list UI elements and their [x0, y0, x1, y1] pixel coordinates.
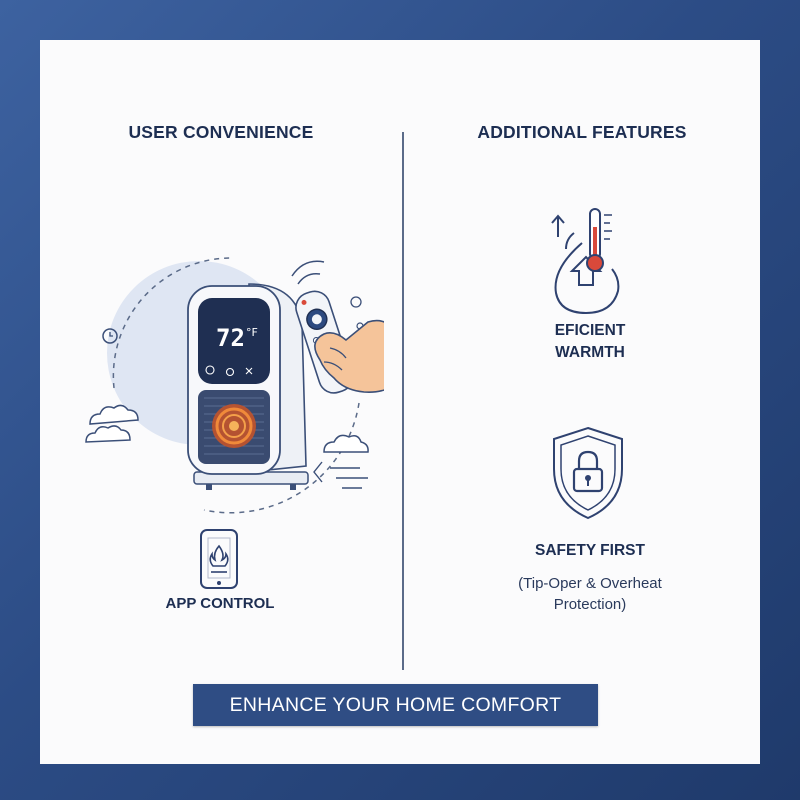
temperature-readout: 72	[216, 324, 245, 352]
clock-icon	[102, 328, 118, 344]
orbit-right	[203, 402, 360, 514]
hand	[314, 319, 384, 393]
safety-subtitle-line2: Protection)	[553, 596, 627, 613]
efficient-warmth-line2: WARMTH	[555, 344, 625, 361]
heater-remote-illustration: 72 °F	[85, 257, 384, 514]
heater-display	[198, 298, 270, 384]
safety-subtitle-line1: (Tip-Oper & Overheat	[518, 575, 662, 592]
enhance-comfort-button[interactable]: ENHANCE YOUR HOME COMFORT	[193, 684, 598, 726]
orbit-left	[112, 257, 235, 389]
mode-icon	[225, 367, 235, 377]
safety-subtitle: (Tip-Oper & Overheat Protection)	[470, 573, 710, 615]
shield-lock-icon	[553, 426, 623, 520]
user-convenience-heading: USER CONVENIENCE	[128, 122, 314, 142]
temperature-unit: °F	[246, 326, 258, 339]
app-control-label: APP CONTROL	[165, 595, 275, 612]
cloud-icon	[89, 404, 139, 425]
safety-first-label: SAFETY FIRST	[535, 542, 645, 559]
additional-features-heading: ADDITIONAL FEATURES	[477, 122, 687, 142]
efficient-warmth-line1: EFICIENT	[554, 322, 626, 339]
column-divider	[402, 132, 404, 670]
content-card: USER CONVENIENCE ADDITIONAL FEATURES 72	[40, 40, 760, 764]
fan-icon	[245, 367, 253, 375]
efficient-warmth-label: EFICIENT WARMTH	[480, 320, 700, 364]
smartphone-flame-icon[interactable]	[198, 528, 240, 590]
thermometer-flame-icon	[551, 208, 620, 315]
timer-icon	[205, 365, 215, 375]
